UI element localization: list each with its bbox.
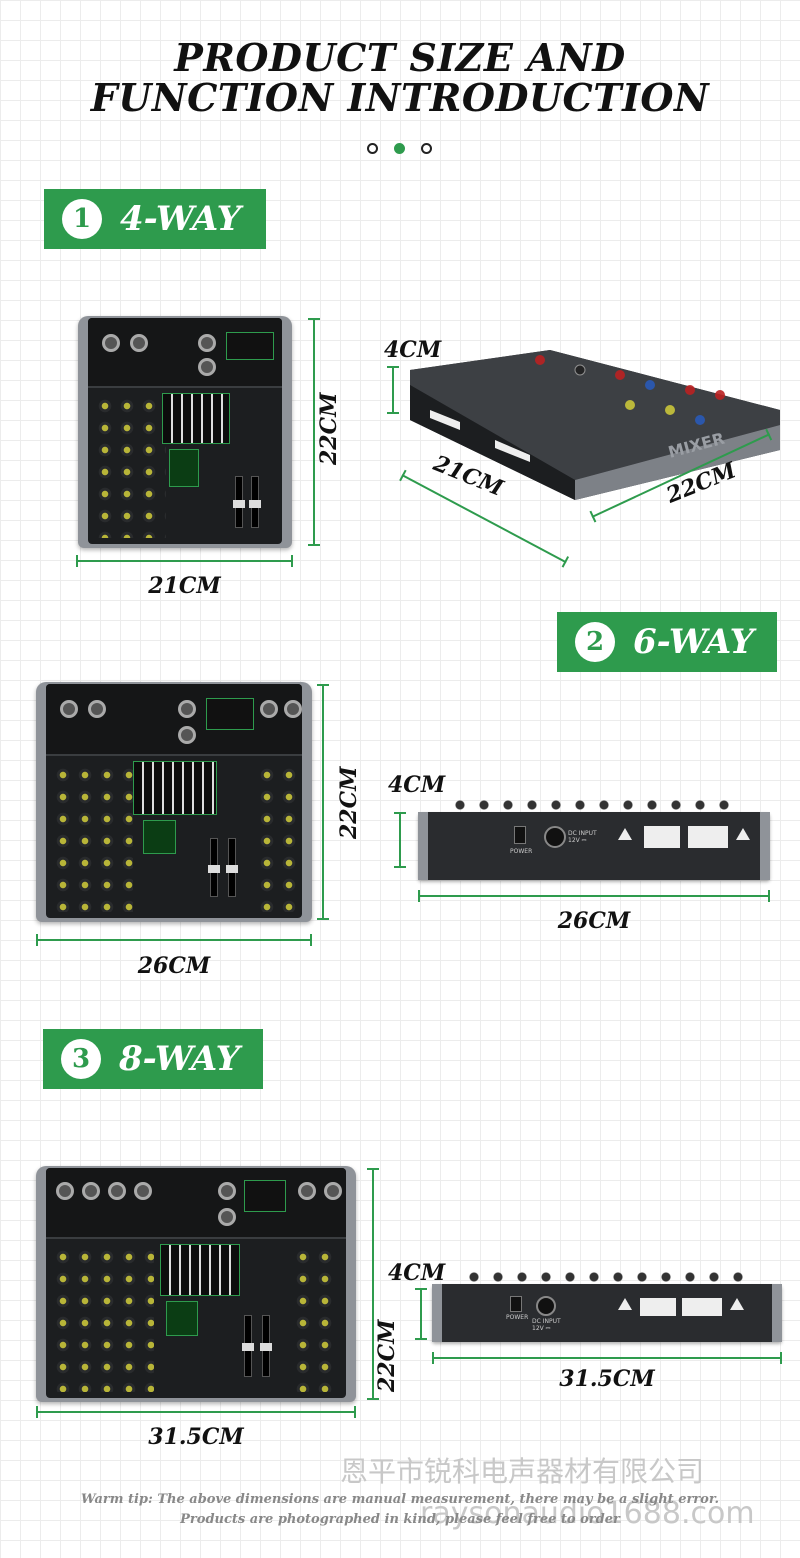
section-number: 3 xyxy=(61,1039,101,1079)
mixer-8-way-top-view xyxy=(36,1166,356,1402)
pager-dot-1[interactable] xyxy=(367,143,378,154)
height-measure-line xyxy=(387,366,399,414)
section-badge-6-way: 2 6-WAY xyxy=(557,612,777,672)
side-height-label: 4CM xyxy=(388,772,446,798)
section-number: 2 xyxy=(575,622,615,662)
front-depth-label: 22CM xyxy=(316,392,342,465)
page-title-line-2: FUNCTION INTRODUCTION xyxy=(90,75,710,120)
section-number: 1 xyxy=(62,199,102,239)
section-badge-8-way: 3 8-WAY xyxy=(43,1029,263,1089)
side-width-label: 31.5CM xyxy=(559,1366,655,1392)
front-width-label: 31.5CM xyxy=(148,1424,244,1450)
height-measure-line xyxy=(394,812,406,868)
side-height-label: 4CM xyxy=(384,337,442,363)
watermark-company-name: 恩平市锐科电声器材有限公司 xyxy=(340,1455,705,1488)
height-measure-line xyxy=(415,1288,427,1340)
mixer-6-way-top-view xyxy=(36,682,312,922)
section-name: 6-WAY xyxy=(633,622,754,662)
depth-measure-line xyxy=(317,684,329,920)
front-depth-label: 22CM xyxy=(374,1319,400,1392)
depth-measure-line xyxy=(308,318,320,546)
depth-measure-line xyxy=(367,1168,379,1400)
front-width-label: 26CM xyxy=(137,953,211,979)
side-width-measure-line xyxy=(418,890,770,902)
front-width-label: 21CM xyxy=(148,573,221,599)
footer-tip-line-2: Products are photographed in kind, pleas… xyxy=(180,1512,620,1527)
watermark-website: raysonaudio1688.com xyxy=(420,1496,755,1531)
side-width-measure-line xyxy=(432,1352,782,1364)
side-width-label: 26CM xyxy=(557,908,631,934)
pager-dot-3[interactable] xyxy=(421,143,432,154)
section-name: 4-WAY xyxy=(120,199,241,239)
section-badge-4-way: 1 4-WAY xyxy=(44,189,266,249)
side-height-label: 4CM xyxy=(388,1260,446,1286)
page-title-line-1: PRODUCT SIZE AND xyxy=(174,35,626,80)
pager-dot-2[interactable] xyxy=(394,143,405,154)
mixer-4-way-perspective-view: MIXER xyxy=(410,350,780,500)
width-measure-line xyxy=(36,934,312,946)
footer-tip-line-1: Warm tip: The above dimensions are manua… xyxy=(80,1492,720,1507)
front-depth-label: 22CM xyxy=(336,766,362,839)
width-measure-line xyxy=(36,1406,356,1418)
width-measure-line xyxy=(76,555,293,567)
mixer-4-way-top-view xyxy=(78,316,292,548)
section-name: 8-WAY xyxy=(119,1039,240,1079)
